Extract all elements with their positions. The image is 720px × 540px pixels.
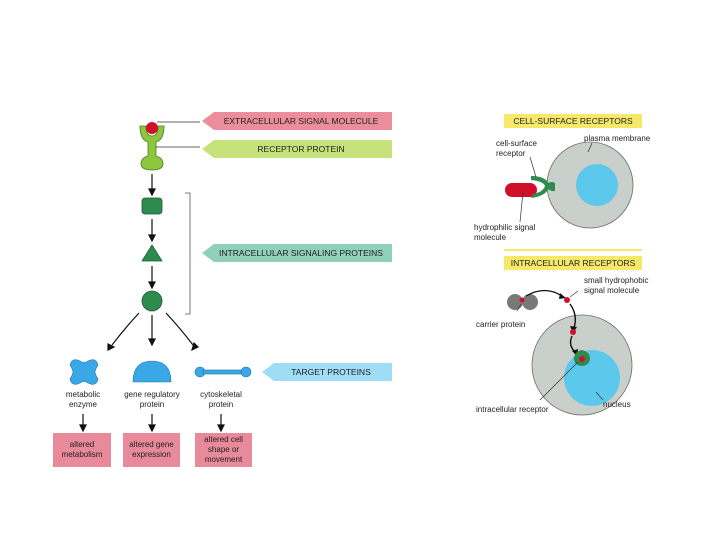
outcome-line: altered gene xyxy=(129,440,174,449)
label-plasma-membrane: plasma membrane xyxy=(584,134,651,143)
carrier-protein-shape xyxy=(507,294,538,310)
signaling-bracket xyxy=(185,192,191,315)
gene-regulatory-protein-shape xyxy=(132,360,172,383)
outcome-line: movement xyxy=(204,455,243,464)
label-line: molecule xyxy=(474,233,507,242)
leader-line xyxy=(529,156,537,178)
internal-signal-molecule xyxy=(570,329,576,335)
tag-receptor-protein: RECEPTOR PROTEIN xyxy=(202,140,392,158)
cell-surface-nucleus xyxy=(576,164,618,206)
outcome-line: expression xyxy=(132,450,171,459)
cytoskeletal-protein-shape xyxy=(194,366,252,378)
label-line: protein xyxy=(208,400,234,409)
leader-line xyxy=(587,142,593,153)
pathway-arrows xyxy=(79,174,225,433)
intracellular-receptors-title: INTRACELLULAR RECEPTORS xyxy=(504,256,642,270)
outcome-line: shape or xyxy=(207,445,240,454)
outcome-line: metabolism xyxy=(61,450,103,459)
tag-extracellular-signal-molecule: EXTRACELLULAR SIGNAL MOLECULE xyxy=(202,112,392,130)
bound-signal-molecule xyxy=(519,297,525,303)
outcome-line: altered xyxy=(69,440,95,449)
label-line: hydrophilic signal xyxy=(474,223,536,232)
entry-arrow xyxy=(569,303,577,329)
signaling-protein-circle xyxy=(141,290,163,312)
label-nucleus: nucleus xyxy=(603,400,631,409)
tag-intracellular-signaling-proteins: INTRACELLULAR SIGNALING PROTEINS xyxy=(202,244,392,262)
label-line: signal molecule xyxy=(584,286,640,295)
tag-target-proteins: TARGET PROTEINS xyxy=(262,363,392,381)
label-line: receptor xyxy=(496,149,526,158)
cell-surface-receptors-title: CELL-SURFACE RECEPTORS xyxy=(504,114,642,128)
label-line: metabolic xyxy=(65,390,101,399)
free-signal-molecule xyxy=(564,297,570,303)
signaling-protein-triangle xyxy=(141,244,163,262)
metabolic-enzyme-shape xyxy=(69,359,99,385)
label-line: cell-surface xyxy=(496,139,537,148)
cell-surface-receptor xyxy=(531,176,555,198)
label-line: protein xyxy=(139,400,165,409)
label-line: gene regulatory xyxy=(124,390,180,399)
hydrophilic-signal-molecule xyxy=(505,183,537,197)
target-cell-nucleus xyxy=(564,350,620,406)
panel-divider xyxy=(504,249,642,251)
leader-line xyxy=(519,191,524,223)
leader-line xyxy=(516,303,522,312)
label-carrier-protein: carrier protein xyxy=(476,320,526,329)
label-line: cytoskeletal xyxy=(200,390,242,399)
signaling-protein-square xyxy=(141,197,163,215)
label-intracellular-receptor: intracellular receptor xyxy=(476,405,549,414)
extracellular-signal-molecule xyxy=(146,122,158,134)
leader-line xyxy=(595,391,604,401)
label-line: enzyme xyxy=(68,400,97,409)
outcome-line: altered cell xyxy=(204,435,243,444)
label-line: small hydrophobic xyxy=(584,276,649,285)
receptor-protein-shape xyxy=(139,125,165,171)
transfer-arrow xyxy=(525,289,563,297)
leader-line xyxy=(539,361,579,401)
